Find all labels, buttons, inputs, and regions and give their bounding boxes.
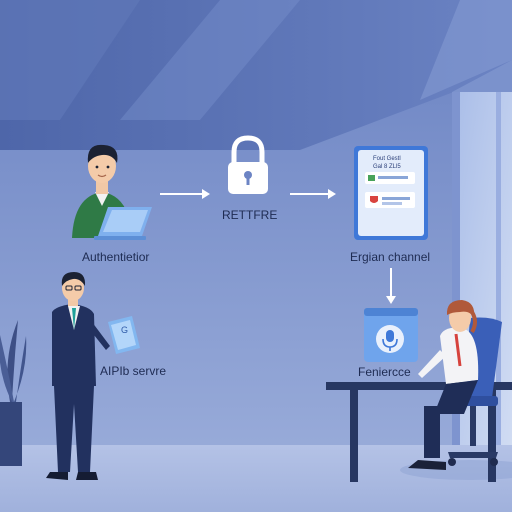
ceiling bbox=[0, 0, 512, 150]
desk bbox=[326, 382, 512, 482]
screen-card-line2: Gal 8 ZLl5 bbox=[373, 164, 401, 170]
voice-monitor bbox=[364, 308, 418, 362]
padlock-icon bbox=[228, 135, 268, 194]
tablet bbox=[108, 316, 140, 354]
region-channel-label: Ergian channel bbox=[350, 250, 431, 264]
laptop bbox=[94, 207, 152, 240]
standing-man bbox=[46, 272, 110, 480]
arrow-right-icon bbox=[160, 189, 210, 199]
seated-woman bbox=[408, 300, 479, 470]
microphone-icon bbox=[382, 330, 398, 351]
arrow-down-icon bbox=[386, 268, 396, 304]
auth-screen-card bbox=[354, 146, 428, 240]
tablet-glyph: G bbox=[121, 325, 129, 335]
lock-caption-label: RETTFRE bbox=[222, 208, 278, 222]
arrow-right-icon bbox=[290, 189, 336, 199]
screen-card-line1: Fout Gestl bbox=[373, 156, 401, 162]
reference-label: Feniercce bbox=[358, 365, 411, 379]
potted-plant bbox=[0, 320, 27, 466]
api-service-label: AIPIb servre bbox=[100, 364, 167, 378]
authentication-label: Authentietior bbox=[82, 250, 150, 264]
